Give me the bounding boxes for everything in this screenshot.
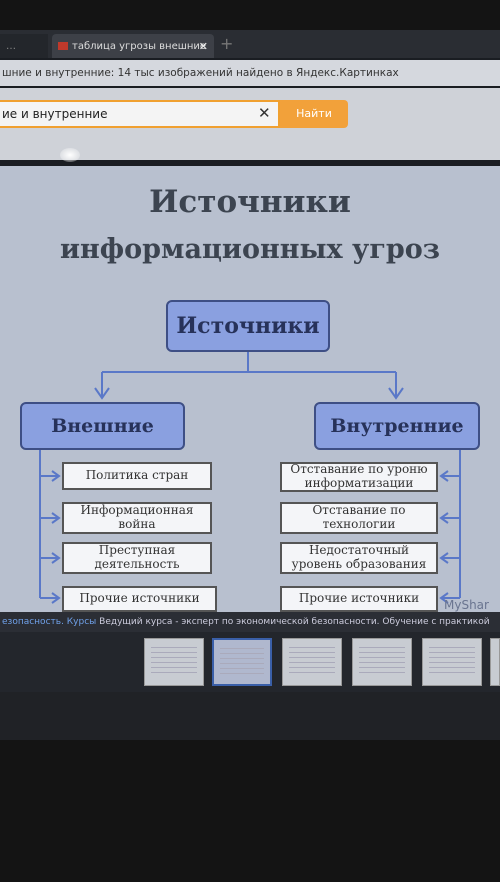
root-box: Источники [166, 300, 330, 352]
slide-image[interactable]: Источники информационных угроз [0, 166, 500, 612]
internal-item: Отставание по уроню информатизации [280, 462, 438, 492]
glare [60, 148, 80, 162]
result-link[interactable]: езопасность. Курсы [2, 617, 97, 627]
close-tab-icon[interactable]: ✕ [198, 39, 208, 53]
thumbnail[interactable] [490, 638, 500, 686]
result-caption: езопасность. Курсы Ведущий курса - экспе… [0, 612, 500, 632]
internal-item: Отставание по технологии [280, 502, 438, 534]
monitor-screen: … таблица угрозы внешние ✕ + шние и внут… [0, 30, 500, 740]
internal-box: Внутренние [314, 402, 480, 450]
slide-title-line1: Источники [149, 184, 351, 220]
watermark: MyShar [444, 598, 489, 612]
clear-icon[interactable]: ✕ [258, 104, 271, 122]
external-item: Прочие источники [62, 586, 217, 612]
external-box: Внешние [20, 402, 185, 450]
page-title: шние и внутренние: 14 тыс изображений на… [0, 60, 500, 86]
tab-inactive[interactable]: … [0, 34, 48, 58]
tab-active[interactable]: таблица угрозы внешние ✕ [52, 34, 214, 58]
thumbnail[interactable] [352, 638, 412, 686]
external-item: Преступная деятельность [62, 542, 212, 574]
slide-title-line2: информационных угроз [60, 234, 440, 265]
thumbnail[interactable] [422, 638, 482, 686]
tab-label: таблица угрозы внешние [72, 40, 207, 52]
external-item: Политика стран [62, 462, 212, 490]
thumbnail-selected[interactable] [212, 638, 272, 686]
search-button[interactable]: Найти [280, 100, 348, 128]
connector-lines [39, 352, 461, 604]
internal-item: Прочие источники [280, 586, 438, 612]
new-tab-button[interactable]: + [220, 34, 234, 53]
thumbnail[interactable] [144, 638, 204, 686]
search-bar: ие и внутренние ✕ Найти [0, 88, 500, 160]
external-item: Информационная война [62, 502, 212, 534]
thumbnail-strip [0, 632, 500, 692]
result-description: Ведущий курса - эксперт по экономической… [96, 617, 490, 627]
thumbnail[interactable] [282, 638, 342, 686]
favicon-icon [58, 42, 68, 50]
screen-bottom [0, 692, 500, 740]
tab-label: … [6, 40, 16, 52]
internal-item: Недостаточный уровень образования [280, 542, 438, 574]
tab-bar: … таблица угрозы внешние ✕ + [0, 30, 500, 58]
search-input[interactable]: ие и внутренние [0, 100, 280, 128]
